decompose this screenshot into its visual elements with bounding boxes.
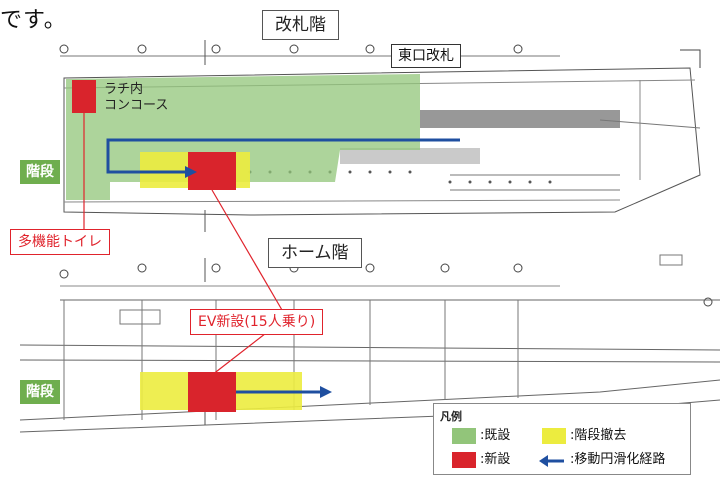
legend-route-arrow-icon xyxy=(539,455,564,467)
upper-elevator-new-marker xyxy=(188,152,236,190)
legend-new-label: :新設 xyxy=(480,452,511,467)
elevator-callout: EV新設(15人乗り) xyxy=(190,309,324,335)
lower-elevator-new-marker xyxy=(188,372,236,412)
toilet-new-marker xyxy=(72,80,96,113)
legend-new-swatch xyxy=(452,452,476,468)
upper-floor-label: 改札階 xyxy=(262,10,339,40)
lower-stairs-label: 階段 xyxy=(20,380,60,404)
intro-text: です。 xyxy=(0,8,67,33)
legend-route-label: :移動円滑化経路 xyxy=(570,452,666,467)
toilet-callout: 多機能トイレ xyxy=(10,229,110,255)
concourse-label-line1: ラチ内 xyxy=(104,82,144,97)
legend-stairs-removed-swatch xyxy=(542,428,566,444)
upper-route-arrow xyxy=(106,138,460,174)
concourse-label: ラチ内 コンコース xyxy=(104,82,168,114)
legend-existing-swatch xyxy=(452,428,476,444)
lower-grid-markers xyxy=(59,263,713,307)
elevator-leader-lower xyxy=(211,329,271,376)
elevator-leader-upper xyxy=(211,189,283,311)
concourse-label-line2: コンコース xyxy=(104,98,169,113)
legend-existing-label: :既設 xyxy=(480,428,511,443)
legend-stairs-removed-label: :階段撤去 xyxy=(570,428,627,443)
upper-stairs-label: 階段 xyxy=(20,160,60,184)
lower-floor-label: ホーム階 xyxy=(268,238,362,268)
east-gate-label: 東口改札 xyxy=(391,44,461,68)
legend: 凡例 :既設 :階段撤去 :新設 :移動円滑化経路 xyxy=(433,403,691,475)
legend-title: 凡例 xyxy=(440,410,462,423)
